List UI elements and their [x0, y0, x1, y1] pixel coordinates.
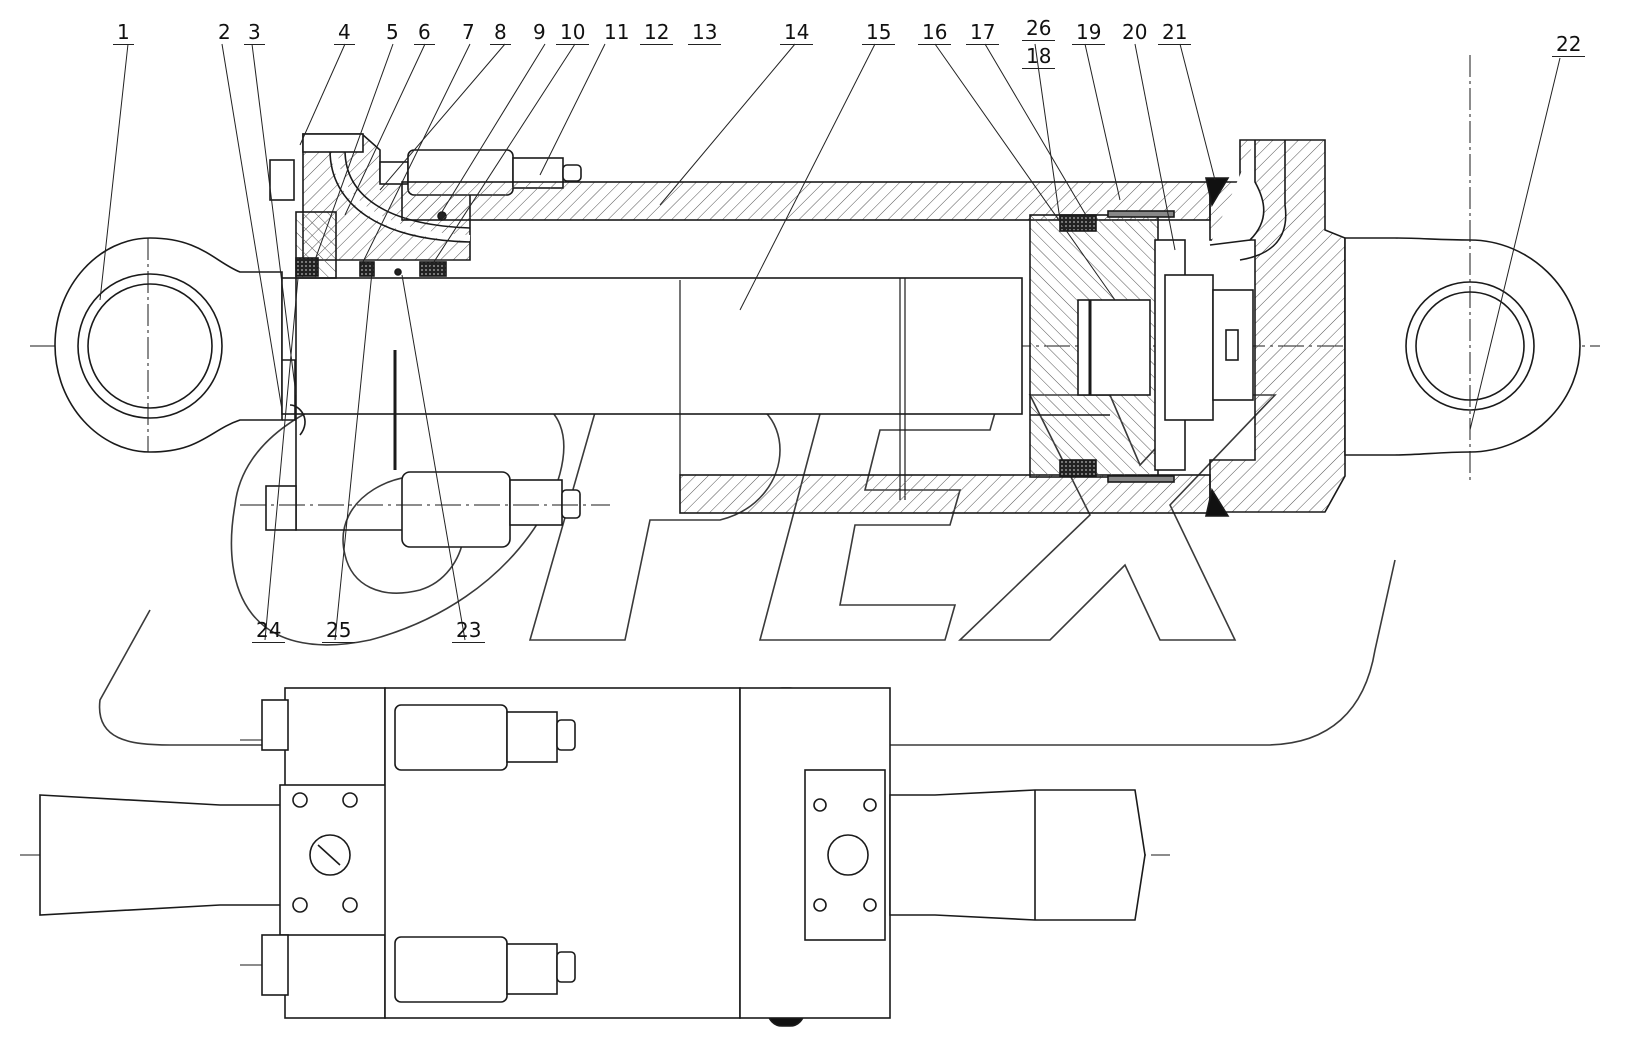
rod-seal-a: [359, 261, 375, 277]
callout-22: 22: [1552, 34, 1586, 57]
piston-seal-bottom: [1059, 459, 1097, 477]
callout-6: 6: [414, 22, 435, 45]
callout-18: 18: [1022, 46, 1056, 69]
callout-4: 4: [334, 22, 355, 45]
callout-8: 8: [490, 22, 511, 45]
callout-7: 7: [462, 20, 475, 44]
piston-nut: [1154, 239, 1254, 471]
piston-rod: [281, 277, 1023, 415]
rod-seal-b: [419, 261, 447, 277]
rod-right-stub: [889, 789, 1146, 921]
port-right: [827, 834, 869, 876]
watermark-frame: [98, 559, 1396, 746]
callout-9: 9: [533, 20, 546, 44]
callout-19: 19: [1072, 22, 1106, 45]
callout-13: 13: [688, 22, 722, 45]
end-cap: [1204, 139, 1346, 517]
callout-24: 24: [252, 620, 286, 643]
callout-23: 23: [452, 620, 486, 643]
callout-15: 15: [862, 22, 896, 45]
callout-25: 25: [322, 620, 356, 643]
callout-10: 10: [556, 22, 590, 45]
callout-11: 11: [604, 20, 630, 44]
piston-seal-top: [1059, 214, 1097, 232]
cylinder-head: [295, 133, 471, 531]
cylinder-section-view: [30, 55, 1600, 548]
callout-3: 3: [244, 22, 265, 45]
head-seal: [295, 257, 319, 277]
callout-1: 1: [113, 22, 134, 45]
callout-12: 12: [640, 22, 674, 45]
piston: [1029, 210, 1175, 483]
watermark-letter-e: [758, 394, 1002, 641]
cylinder-exterior-view: [20, 687, 1170, 1027]
callout-17: 17: [966, 22, 1000, 45]
callout-2: 2: [218, 20, 231, 44]
weld-top: [1205, 177, 1230, 208]
weld-bottom: [1204, 487, 1230, 517]
rod-eye-left: [54, 237, 283, 453]
callout-14: 14: [780, 22, 814, 45]
rod-left-stub: [39, 794, 286, 916]
leader-lines: [99, 43, 1561, 641]
callout-20: 20: [1122, 20, 1148, 44]
callout-16: 16: [918, 22, 952, 45]
callout-5: 5: [386, 20, 399, 44]
rod-eye-right: [1344, 55, 1581, 480]
callout-26: 26: [1022, 18, 1056, 41]
callout-21: 21: [1158, 22, 1192, 45]
head-bolt-bottom: [240, 471, 610, 548]
